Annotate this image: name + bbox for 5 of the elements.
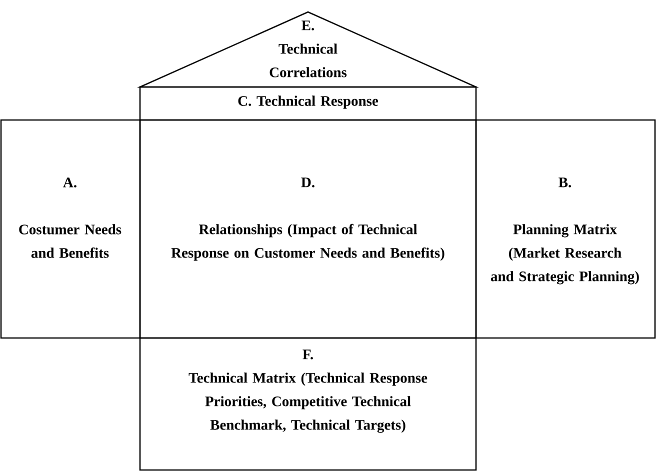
matrix-cell: D. Relationships (Impact of Technical Response on Customer Needs and Benefits): [139, 119, 477, 339]
header-box: C. Technical Response: [139, 86, 477, 121]
matrix-cell: F. Technical Matrix (Technical Response Priorities, Competitive Technical Benchmark, Technical Targets): [139, 337, 477, 471]
matrix-cell: A. Costumer Needs and Benefits: [0, 119, 141, 339]
matrix-cell: B. Planning Matrix (Market Research and Strategic Planning): [475, 119, 656, 339]
